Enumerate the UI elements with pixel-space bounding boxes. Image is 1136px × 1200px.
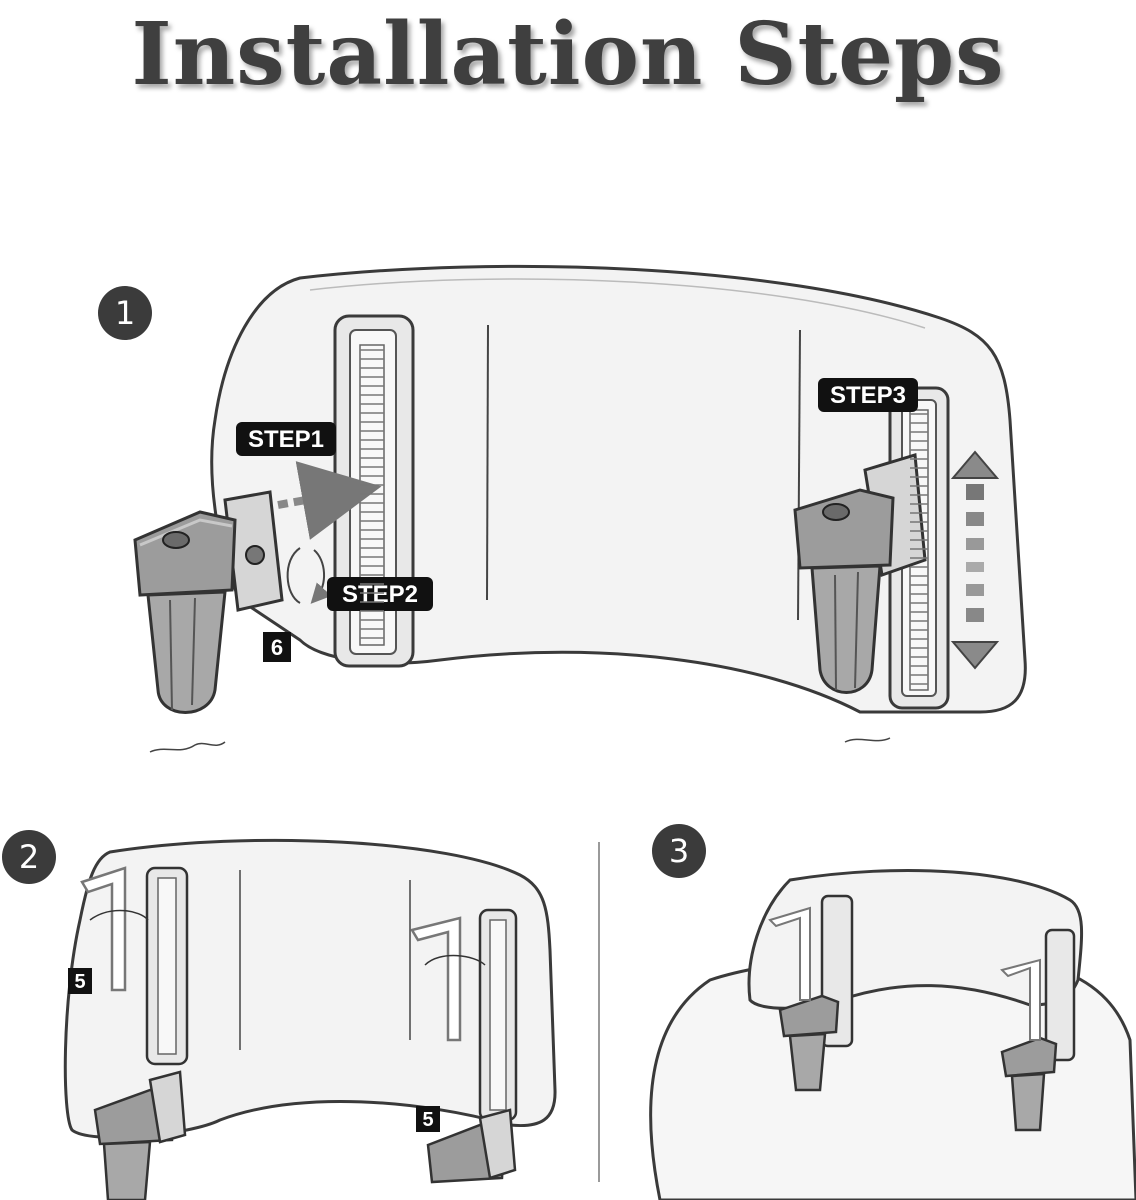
step-number-badge-1: 1 bbox=[98, 286, 152, 340]
svg-text:STEP3: STEP3 bbox=[830, 382, 906, 409]
clamp-right-small bbox=[426, 1108, 517, 1184]
label-step3: STEP3 bbox=[818, 378, 918, 412]
part-label-5-left: 5 bbox=[68, 968, 92, 994]
rail-left-small bbox=[145, 866, 189, 1066]
svg-text:5: 5 bbox=[74, 971, 85, 993]
hex-key-right bbox=[410, 916, 486, 1042]
step-2-diagram: 5 5 bbox=[63, 838, 557, 1200]
hex-key-left bbox=[80, 866, 149, 992]
svg-text:5: 5 bbox=[422, 1109, 433, 1131]
panel-divider bbox=[598, 842, 600, 1182]
height-adjust-arrow bbox=[950, 450, 1000, 670]
page-title: Installation Steps bbox=[131, 4, 1005, 105]
svg-text:6: 6 bbox=[271, 635, 283, 660]
label-step1: STEP1 bbox=[236, 422, 336, 456]
clamp-left-small bbox=[93, 1070, 187, 1200]
part-label-6: 6 bbox=[263, 632, 291, 662]
clamp-assembly-left bbox=[133, 490, 284, 714]
part-label-5-right: 5 bbox=[416, 1106, 440, 1132]
svg-text:STEP1: STEP1 bbox=[248, 426, 324, 453]
hex-key-left-mounted bbox=[768, 906, 811, 1001]
step-1-diagram: STEP1 STEP2 STEP3 6 bbox=[133, 264, 1027, 753]
step-number-badge-2: 2 bbox=[2, 830, 56, 884]
rail-right-small bbox=[478, 908, 518, 1122]
clamp-assembly-right bbox=[793, 453, 927, 694]
label-step2: STEP2 bbox=[327, 577, 433, 611]
svg-text:STEP2: STEP2 bbox=[342, 581, 418, 608]
clamp-left-mounted bbox=[778, 994, 840, 1092]
rail-right-mounted bbox=[1044, 928, 1076, 1062]
hex-key-right-mounted bbox=[1000, 958, 1041, 1041]
step-3-diagram bbox=[649, 869, 1136, 1200]
step-number-badge-3: 3 bbox=[652, 824, 706, 878]
